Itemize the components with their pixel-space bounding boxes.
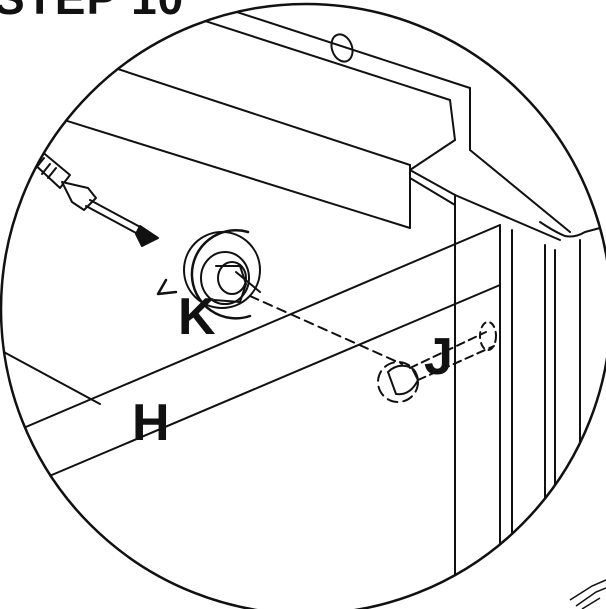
label-h: H bbox=[132, 394, 170, 452]
screwdriver-icon bbox=[29, 149, 159, 247]
corner-detail bbox=[569, 579, 606, 609]
rotation-arrow-icon bbox=[156, 229, 252, 320]
label-j: J bbox=[424, 328, 453, 386]
back-panel-edge bbox=[59, 49, 411, 166]
step-title: STEP 10 bbox=[0, 0, 184, 24]
top-panel-edge bbox=[139, 4, 451, 101]
panel-h-top-edge bbox=[1, 224, 501, 439]
cam-bolt-j bbox=[377, 321, 497, 403]
label-k: K bbox=[178, 288, 216, 346]
panel-h-front-edge bbox=[39, 284, 501, 481]
alignment-dashed-line bbox=[249, 295, 403, 365]
